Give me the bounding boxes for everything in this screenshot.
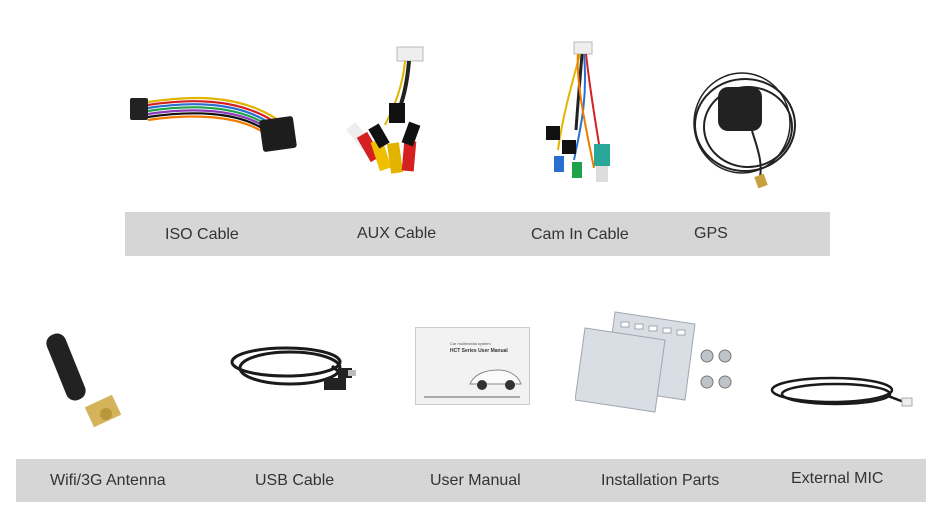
label-installation-parts: Installation Parts xyxy=(601,472,720,489)
external-mic-image xyxy=(770,370,915,412)
wifi-antenna-image xyxy=(44,332,134,432)
manual-line1: Car multimedia system xyxy=(450,341,491,346)
label-cam-in-cable: Cam In Cable xyxy=(531,226,629,243)
label-iso-cable: ISO Cable xyxy=(165,226,239,243)
row1-label-bar xyxy=(125,212,830,256)
manual-line2: HCT Series User Manual xyxy=(450,348,508,354)
label-external-mic: External MIC xyxy=(791,470,884,487)
iso-cable-image xyxy=(128,88,303,158)
user-manual-image: Car multimedia system HCT Series User Ma… xyxy=(415,327,530,405)
label-gps: GPS xyxy=(694,225,728,242)
car-illustration xyxy=(469,369,522,390)
gps-antenna-image xyxy=(690,65,800,190)
label-aux-cable: AUX Cable xyxy=(357,225,437,242)
usb-cable-image xyxy=(228,338,358,398)
aux-cable-image xyxy=(345,45,430,185)
label-usb-cable: USB Cable xyxy=(255,472,335,489)
installation-parts-image xyxy=(575,308,745,413)
label-wifi-antenna: Wifi/3G Antenna xyxy=(50,472,166,489)
label-user-manual: User Manual xyxy=(430,472,521,489)
row2-label-bar xyxy=(16,459,926,502)
cam-in-cable-image xyxy=(540,40,620,190)
